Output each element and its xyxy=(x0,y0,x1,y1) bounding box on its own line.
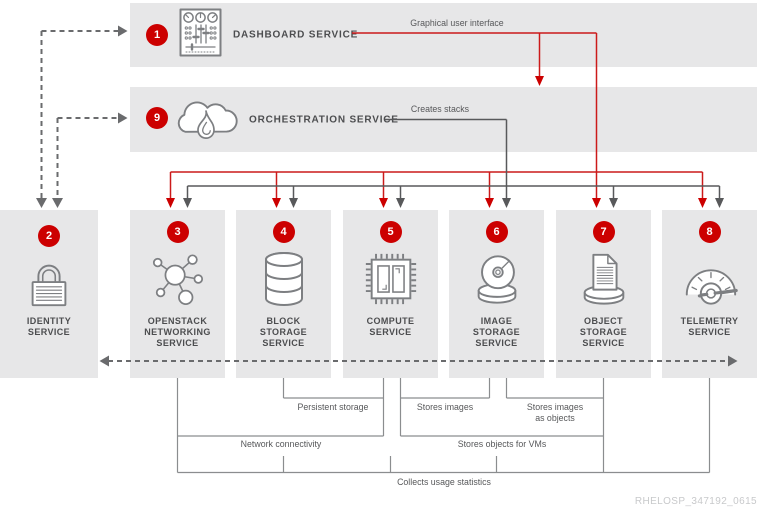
step-badge-9: 9 xyxy=(146,107,168,129)
bottom-bracket-lines xyxy=(176,378,711,474)
flow-label-stores-objects-for-vms: Stores objects for VMs xyxy=(457,439,547,449)
watermark: RHELOSP_347192_0615 xyxy=(634,496,757,507)
compact-disc-icon xyxy=(449,248,544,310)
network-nodes-icon xyxy=(130,248,225,310)
identity-service-label: IDENTITY SERVICE xyxy=(26,316,72,337)
step-number: 1 xyxy=(153,29,161,41)
image-storage-service-box: 6 IMAGE STORAGE SERVICE xyxy=(449,210,544,378)
telemetry-service-box: 8 TELEMETRY SERVICE xyxy=(662,210,757,378)
database-cylinder-icon xyxy=(236,248,331,310)
step-badge-3: 3 xyxy=(166,221,189,243)
gauge-icon xyxy=(662,248,757,310)
dashboard-service-title: DASHBOARD SERVICE xyxy=(233,29,359,41)
step-badge-4: 4 xyxy=(272,221,295,243)
networking-service-label: OPENSTACK NETWORKING SERVICE xyxy=(144,316,211,348)
compute-service-label: COMPUTE SERVICE xyxy=(366,316,415,337)
step-number: 2 xyxy=(45,230,53,242)
step-number: 8 xyxy=(706,226,713,238)
document-storage-icon xyxy=(556,248,651,310)
step-badge-5: 5 xyxy=(379,221,402,243)
telemetry-service-label: TELEMETRY SERVICE xyxy=(680,316,739,337)
object-storage-service-label: OBJECT STORAGE SERVICE xyxy=(579,316,628,348)
flow-label-persistent-storage: Persistent storage xyxy=(297,402,369,412)
step-number: 6 xyxy=(493,226,500,238)
step-badge-7: 7 xyxy=(592,221,615,243)
cloud-flame-icon xyxy=(173,97,239,144)
dashboard-panel-icon xyxy=(179,8,222,57)
flow-label-stores-images-as-objects: Stores images as objects xyxy=(526,402,584,423)
flow-label-network-connectivity: Network connectivity xyxy=(240,439,322,449)
flow-label-creates-stacks: Creates stacks xyxy=(410,104,470,114)
step-badge-1: 1 xyxy=(146,24,168,46)
step-badge-2: 2 xyxy=(38,225,60,247)
orchestration-service-band: 9 ORCHESTRATION SERVICE xyxy=(130,87,757,152)
step-number: 7 xyxy=(600,226,607,238)
step-number: 5 xyxy=(387,226,394,238)
dashboard-service-band: 1 xyxy=(130,3,757,67)
networking-service-box: 3 OPENSTACK NETWORKING SERVICE xyxy=(130,210,225,378)
flow-label-stores-images: Stores images xyxy=(416,402,474,412)
image-storage-service-label: IMAGE STORAGE SERVICE xyxy=(472,316,521,348)
object-storage-service-box: 7 OBJECT STORAGE SERVICE xyxy=(556,210,651,378)
step-badge-8: 8 xyxy=(698,221,721,243)
step-number: 9 xyxy=(153,112,161,124)
step-number: 3 xyxy=(174,226,181,238)
block-storage-service-label: BLOCK STORAGE SERVICE xyxy=(259,316,308,348)
orchestration-service-title: ORCHESTRATION SERVICE xyxy=(249,114,399,125)
padlock-icon xyxy=(0,254,98,312)
flow-label-collects-usage-statistics: Collects usage statistics xyxy=(397,477,491,487)
cpu-chip-icon xyxy=(343,248,438,310)
compute-service-box: 5 COMPUTE SERVICE xyxy=(343,210,438,378)
identity-service-box: 2 IDENTITY SERVICE xyxy=(0,210,98,378)
step-number: 4 xyxy=(280,226,287,238)
flow-label-graphical-user-interface: Graphical user interface xyxy=(410,18,504,28)
gray-arrowheads xyxy=(183,198,724,208)
step-badge-6: 6 xyxy=(485,221,508,243)
block-storage-service-box: 4 BLOCK STORAGE SERVICE xyxy=(236,210,331,378)
